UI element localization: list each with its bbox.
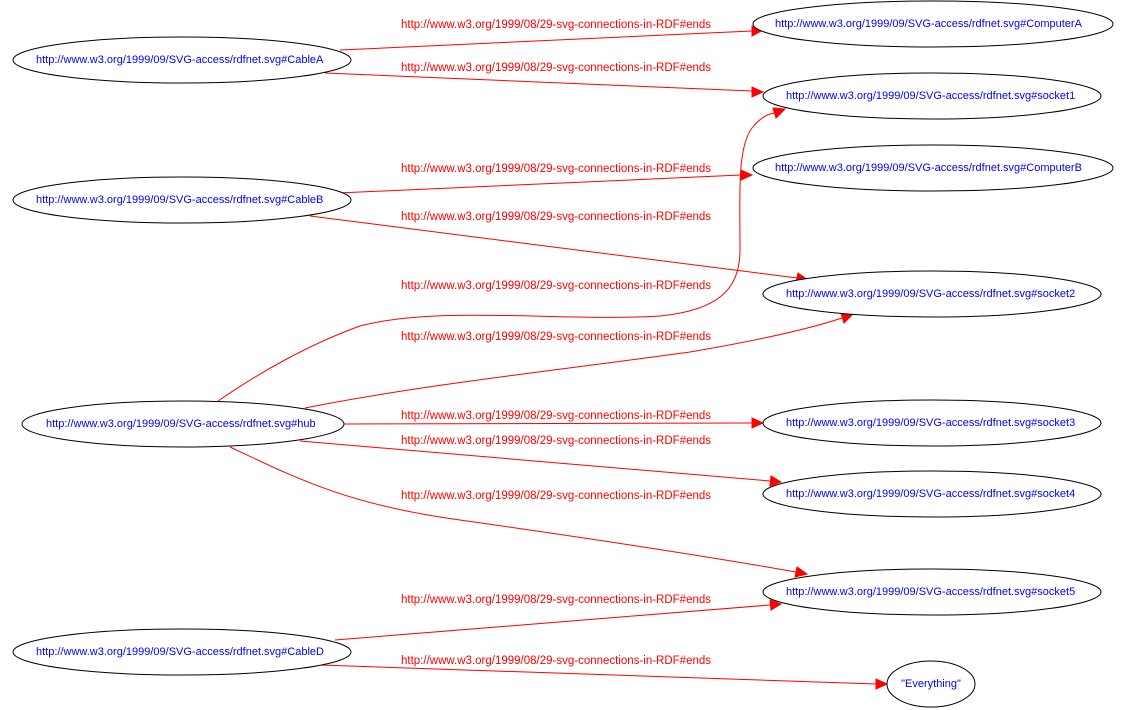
edge-label: http://www.w3.org/1999/08/29-svg-connect… <box>401 410 711 422</box>
node-ellipse <box>762 568 1102 616</box>
arrowhead <box>751 417 765 429</box>
node-label: http://www.w3.org/1999/09/SVG-access/rdf… <box>36 54 324 66</box>
edge-line <box>334 604 771 641</box>
node-label: http://www.w3.org/1999/09/SVG-access/rdf… <box>786 586 1075 598</box>
node-label: http://www.w3.org/1999/09/SVG-access/rdf… <box>775 162 1082 174</box>
node-label: http://www.w3.org/1999/09/SVG-access/rdf… <box>786 90 1075 102</box>
node-ellipse <box>762 470 1102 518</box>
node-cableA[interactable]: http://www.w3.org/1999/09/SVG-access/rdf… <box>12 36 352 84</box>
arrowhead <box>875 678 889 690</box>
arrowhead <box>769 475 783 487</box>
node-ellipse <box>752 0 1114 48</box>
node-ellipse <box>12 628 352 676</box>
edge-line <box>217 112 775 402</box>
edge-cableD-socket5: http://www.w3.org/1999/08/29-svg-connect… <box>334 594 783 641</box>
edge-hub-socket4: http://www.w3.org/1999/08/29-svg-connect… <box>299 435 783 487</box>
node-socket2[interactable]: http://www.w3.org/1999/09/SVG-access/rdf… <box>762 270 1102 318</box>
edge-hub-socket1: http://www.w3.org/1999/08/29-svg-connect… <box>217 107 787 402</box>
node-label: http://www.w3.org/1999/09/SVG-access/rdf… <box>46 418 316 430</box>
node-ellipse <box>21 400 345 448</box>
edge-line <box>309 215 798 279</box>
node-everything[interactable]: "Everything" <box>886 660 976 708</box>
edge-cableA-socket1: http://www.w3.org/1999/08/29-svg-connect… <box>324 62 765 98</box>
node-hub[interactable]: http://www.w3.org/1999/09/SVG-access/rdf… <box>21 400 345 448</box>
node-ellipse <box>12 36 352 84</box>
edge-label: http://www.w3.org/1999/08/29-svg-connect… <box>401 490 711 502</box>
edge-hub-socket5: http://www.w3.org/1999/08/29-svg-connect… <box>229 446 809 578</box>
edge-label: http://www.w3.org/1999/08/29-svg-connect… <box>401 594 711 606</box>
node-computerA[interactable]: http://www.w3.org/1999/09/SVG-access/rdf… <box>752 0 1114 48</box>
edge-line <box>337 174 742 194</box>
node-socket5[interactable]: http://www.w3.org/1999/09/SVG-access/rdf… <box>762 568 1102 616</box>
arrowhead <box>751 86 765 98</box>
edge-line <box>229 446 797 573</box>
node-cableD[interactable]: http://www.w3.org/1999/09/SVG-access/rdf… <box>12 628 352 676</box>
node-ellipse <box>752 144 1114 192</box>
edge-hub-socket2: http://www.w3.org/1999/08/29-svg-connect… <box>304 312 855 409</box>
node-label: http://www.w3.org/1999/09/SVG-access/rdf… <box>786 417 1075 429</box>
edge-cableA-computerA: http://www.w3.org/1999/08/29-svg-connect… <box>339 19 765 51</box>
edge-label: http://www.w3.org/1999/08/29-svg-connect… <box>401 655 711 667</box>
node-socket4[interactable]: http://www.w3.org/1999/09/SVG-access/rdf… <box>762 470 1102 518</box>
edge-line <box>339 30 753 51</box>
node-computerB[interactable]: http://www.w3.org/1999/09/SVG-access/rdf… <box>752 144 1114 192</box>
arrowhead <box>772 107 787 119</box>
node-ellipse <box>762 399 1102 447</box>
edge-label: http://www.w3.org/1999/08/29-svg-connect… <box>401 331 711 343</box>
node-label: http://www.w3.org/1999/09/SVG-access/rdf… <box>786 488 1075 500</box>
edge-line <box>324 72 753 92</box>
node-label: "Everything" <box>901 678 961 690</box>
edge-cableB-computerB: http://www.w3.org/1999/08/29-svg-connect… <box>337 163 754 194</box>
edge-label: http://www.w3.org/1999/08/29-svg-connect… <box>401 211 711 223</box>
node-ellipse <box>886 660 976 708</box>
node-cableB[interactable]: http://www.w3.org/1999/09/SVG-access/rdf… <box>12 176 352 224</box>
edge-line <box>319 664 877 685</box>
arrowhead <box>794 566 809 578</box>
node-label: http://www.w3.org/1999/09/SVG-access/rdf… <box>775 18 1083 30</box>
node-socket3[interactable]: http://www.w3.org/1999/09/SVG-access/rdf… <box>762 399 1102 447</box>
node-ellipse <box>12 176 352 224</box>
edge-line <box>299 440 771 482</box>
arrowhead <box>740 169 754 181</box>
edge-label: http://www.w3.org/1999/08/29-svg-connect… <box>401 62 711 74</box>
edge-label: http://www.w3.org/1999/08/29-svg-connect… <box>401 19 711 31</box>
edge-label: http://www.w3.org/1999/08/29-svg-connect… <box>401 280 711 292</box>
node-ellipse <box>762 270 1102 318</box>
edge-line <box>304 317 843 409</box>
arrowhead <box>769 599 783 611</box>
edge-line <box>343 422 753 425</box>
node-label: http://www.w3.org/1999/09/SVG-access/rdf… <box>36 194 323 206</box>
edge-cableB-socket2: http://www.w3.org/1999/08/29-svg-connect… <box>309 211 810 284</box>
node-label: http://www.w3.org/1999/09/SVG-access/rdf… <box>786 288 1075 300</box>
edge-label: http://www.w3.org/1999/08/29-svg-connect… <box>401 163 711 175</box>
edge-cableD-everything: http://www.w3.org/1999/08/29-svg-connect… <box>319 655 889 690</box>
edge-label: http://www.w3.org/1999/08/29-svg-connect… <box>401 435 711 447</box>
node-socket1[interactable]: http://www.w3.org/1999/09/SVG-access/rdf… <box>762 72 1102 120</box>
edge-hub-socket3: http://www.w3.org/1999/08/29-svg-connect… <box>343 410 765 429</box>
node-label: http://www.w3.org/1999/09/SVG-access/rdf… <box>36 646 324 658</box>
node-ellipse <box>762 72 1102 120</box>
